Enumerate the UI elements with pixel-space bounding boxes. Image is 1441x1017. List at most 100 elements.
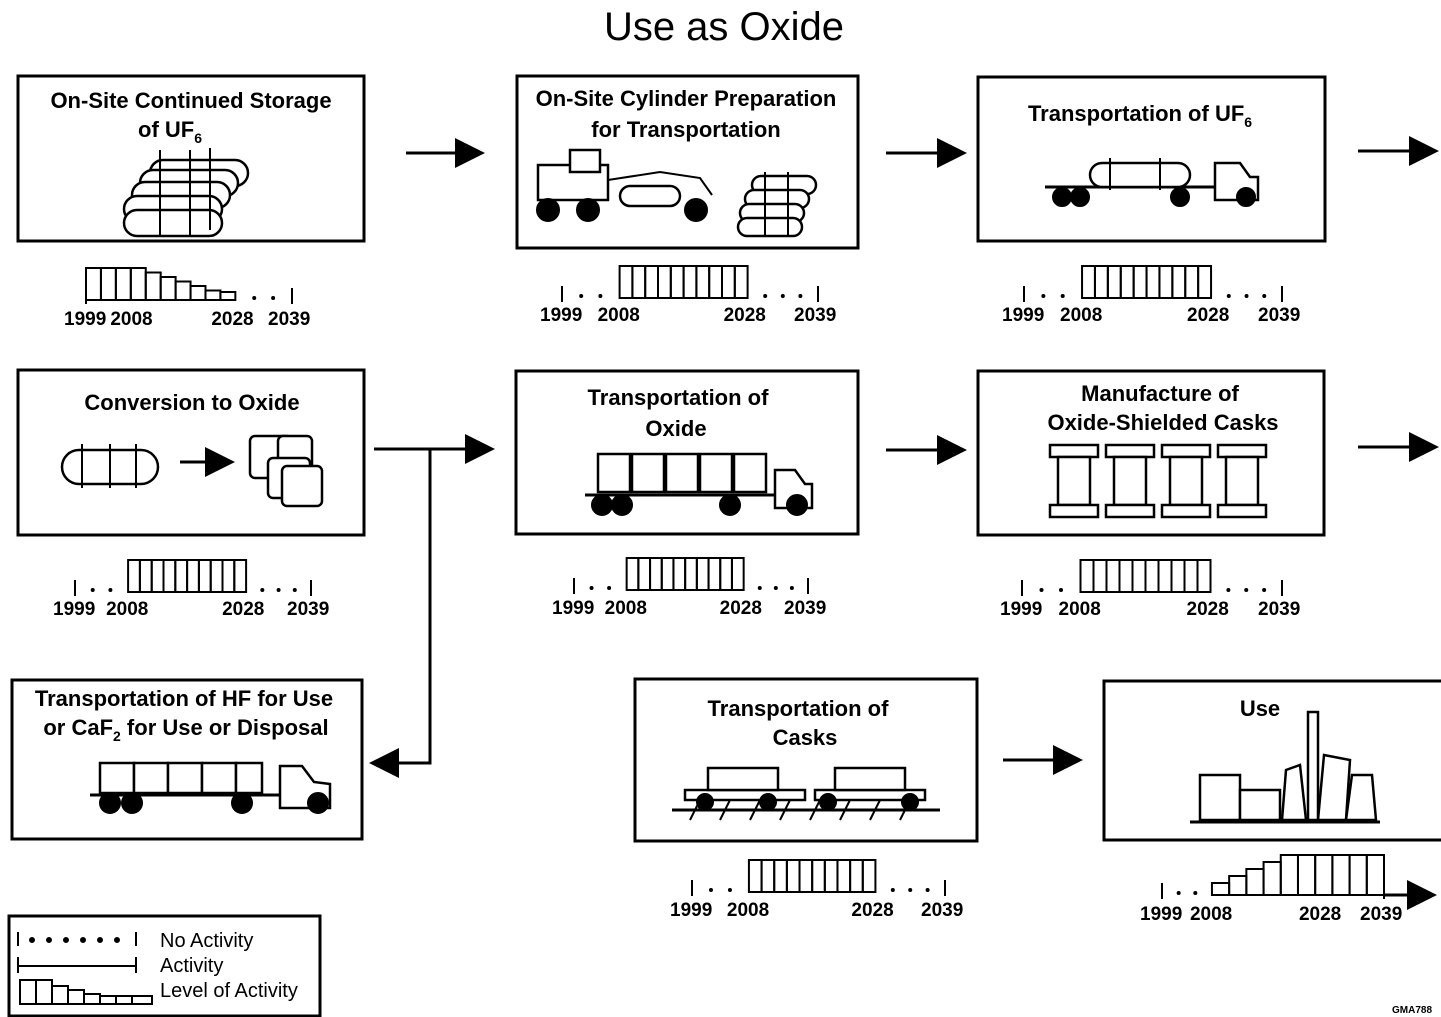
cylinder-icon	[60, 444, 160, 488]
activity-level-bar	[209, 559, 224, 593]
activity-level-bar	[836, 859, 852, 893]
manufacture-title-line1: Manufacture of	[1081, 381, 1239, 406]
activity-level-bar	[138, 559, 153, 593]
activity-level-bar	[849, 859, 864, 893]
legend-activity-symbol	[17, 957, 137, 973]
timeline-year-phase-end: 2028	[851, 900, 893, 921]
activity-level-bar	[1348, 854, 1368, 896]
timeline-year-start: 1999	[64, 309, 106, 330]
activity-level-bar	[811, 859, 826, 893]
power-plant-icon	[1190, 710, 1380, 824]
no-activity-dot	[1244, 294, 1249, 298]
no-activity-dot	[1226, 588, 1231, 592]
activity-level-bar	[162, 559, 177, 593]
timeline-year-phase-end: 2028	[720, 598, 762, 619]
no-activity-dot	[1176, 891, 1181, 895]
timeline-year-phase-end: 2028	[1187, 599, 1229, 620]
activity-level-bar	[204, 289, 222, 301]
activity-level-bar	[1184, 265, 1200, 299]
cylinder-prep-title-line2: for Transportation	[591, 117, 780, 142]
diagram-title: Use as Oxide	[604, 5, 844, 49]
timeline-year-phase-start: 2008	[106, 599, 148, 620]
oxide-container-icon	[248, 434, 324, 508]
no-activity-dot	[1041, 294, 1046, 298]
activity-level-bar	[1314, 854, 1334, 896]
activity-level-bar	[1145, 265, 1161, 299]
activity-level-bar	[637, 557, 652, 591]
no-activity-dot	[908, 888, 913, 892]
activity-level-bar	[1331, 854, 1351, 896]
timeline-year-phase-end: 2028	[211, 309, 253, 330]
legend-level-symbol	[19, 979, 153, 1005]
no-activity-dot	[292, 588, 297, 592]
activity-level-bar	[682, 265, 698, 299]
rail-cask-car-icon	[672, 766, 940, 821]
box-transport-uf6: Transportation of UF6	[976, 75, 1327, 243]
no-activity-dot	[763, 294, 768, 298]
transport-hf-title-line2: or CaF2 for Use or Disposal	[43, 715, 328, 744]
activity-level-bar	[197, 559, 212, 593]
activity-level-bar	[1196, 559, 1212, 593]
legend: No Activity Activity Level of Activity	[7, 914, 322, 1017]
timeline-year-start: 1999	[552, 598, 594, 619]
activity-level-bar	[114, 267, 132, 301]
cask-row-icon	[1048, 443, 1268, 519]
activity-level-bar	[221, 559, 236, 593]
no-activity-dot	[1059, 588, 1063, 592]
activity-level-bar	[174, 280, 192, 301]
activity-level-bar	[150, 559, 165, 593]
no-activity-dot	[925, 888, 930, 892]
no-activity-dot	[252, 296, 257, 300]
box-use: Use	[1102, 679, 1441, 842]
no-activity-dot	[607, 586, 612, 590]
timeline-year-end: 2039	[1258, 305, 1300, 326]
no-activity-dot	[260, 588, 265, 592]
activity-level-bar	[1158, 265, 1174, 299]
transport-oxide-title-line1: Transportation of	[588, 385, 770, 410]
manufacture-title-line2: Oxide-Shielded Casks	[1047, 410, 1278, 435]
activity-level-bar	[798, 859, 814, 893]
timeline-year-end: 2039	[268, 309, 310, 330]
activity-level-bar	[1197, 265, 1213, 299]
drawing-code: GMA788	[1392, 1005, 1432, 1016]
transport-casks-title-line1: Transportation of	[708, 696, 890, 721]
activity-level-bar	[1279, 854, 1299, 896]
activity-level-bar	[1157, 559, 1173, 593]
activity-level-bar	[129, 267, 147, 301]
activity-level-bar	[186, 559, 200, 593]
activity-level-bar	[1131, 559, 1147, 593]
no-activity-dot	[271, 296, 276, 300]
legend-level-label: Level of Activity	[160, 980, 298, 1002]
activity-level-bar	[1105, 559, 1121, 593]
no-activity-dot	[1226, 294, 1231, 298]
timeline-year-start: 1999	[1002, 305, 1044, 326]
activity-level-bar	[747, 859, 763, 893]
activity-level-bar	[730, 557, 745, 591]
activity-level-bar	[760, 859, 776, 893]
timeline-year-phase-start: 2008	[605, 598, 647, 619]
no-activity-dot	[708, 888, 713, 892]
storage-title-line2: of UF6	[138, 117, 202, 146]
activity-level-bar	[631, 265, 647, 299]
activity-level-bar	[1119, 265, 1135, 299]
activity-level-bar	[99, 267, 117, 301]
timeline-year-end: 2039	[1360, 904, 1402, 925]
activity-level-bar	[233, 559, 248, 593]
transport-uf6-title: Transportation of UF6	[1028, 101, 1252, 130]
activity-level-bar	[1093, 265, 1109, 299]
activity-level-bar	[672, 557, 687, 591]
activity-level-bar	[823, 859, 839, 893]
activity-level-bar	[733, 265, 749, 299]
activity-level-bar	[1079, 559, 1095, 593]
cylinder-stack-icon	[122, 148, 250, 238]
activity-level-bar	[861, 859, 877, 893]
activity-level-bar	[684, 557, 698, 591]
no-activity-dot	[276, 588, 281, 592]
activity-level-bar	[669, 265, 685, 299]
